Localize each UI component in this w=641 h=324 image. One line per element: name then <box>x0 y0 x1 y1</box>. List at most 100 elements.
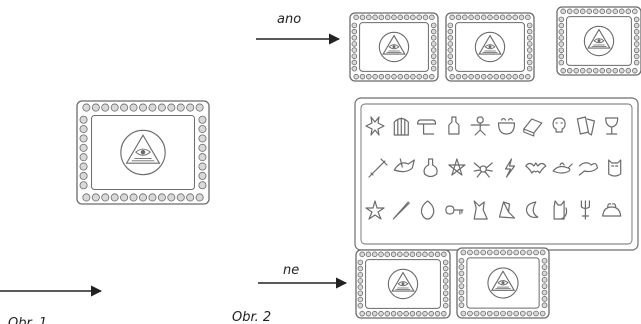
no-card-1 <box>356 250 450 318</box>
frame-dot <box>461 250 466 255</box>
frame-dot <box>435 252 440 257</box>
yes-card-3 <box>557 7 641 75</box>
frame-dot <box>593 9 598 14</box>
frame-dot <box>542 265 547 270</box>
frame-dot <box>542 303 547 308</box>
frame-dot <box>520 311 525 316</box>
frame-dot <box>459 271 464 276</box>
frame-dot <box>494 74 499 79</box>
frame-dot <box>469 74 474 79</box>
frame-dot <box>494 15 499 20</box>
frame-dot <box>431 29 436 34</box>
frame-dot <box>358 266 363 271</box>
frame-dot <box>634 36 639 41</box>
frame-dot <box>443 303 448 308</box>
frame-dot <box>158 104 165 111</box>
frame-dot <box>431 66 436 71</box>
frame-dot <box>519 15 524 20</box>
frame-dot <box>443 285 448 290</box>
frame-dot <box>404 15 409 20</box>
frame-dot <box>527 311 532 316</box>
frame-dot <box>354 15 359 20</box>
frame-dot <box>507 250 512 255</box>
frame-dot <box>80 144 87 151</box>
frame-dot <box>459 258 464 263</box>
frame-dot <box>559 23 564 28</box>
frame-dot <box>398 74 403 79</box>
frame-dot <box>83 104 90 111</box>
frame-dot <box>559 48 564 53</box>
frame-dot <box>527 23 532 28</box>
frame-dot <box>600 68 605 73</box>
frame-dot <box>574 68 579 73</box>
frame-dot <box>416 252 421 257</box>
frame-dot <box>385 15 390 20</box>
frame-dot <box>632 68 637 73</box>
frame-dot <box>429 15 434 20</box>
frame-dot <box>469 15 474 20</box>
yes-label: ano <box>277 12 301 27</box>
frame-dot <box>456 74 461 79</box>
frame-dot <box>411 15 416 20</box>
frame-dot <box>634 17 639 22</box>
frame-dot <box>443 266 448 271</box>
frame-dot <box>461 311 466 316</box>
frame-dot <box>514 311 519 316</box>
frame-dot <box>561 68 566 73</box>
frame-dot <box>580 9 585 14</box>
frame-dot <box>429 311 434 316</box>
frame-dot <box>199 154 206 161</box>
frame-dot <box>593 68 598 73</box>
frame-dot <box>459 277 464 282</box>
frame-dot <box>177 104 184 111</box>
frame-dot <box>80 125 87 132</box>
frame-dot <box>559 36 564 41</box>
frame-dot <box>423 15 428 20</box>
frame-dot <box>462 15 467 20</box>
frame-dot <box>352 35 357 40</box>
frame-dot <box>634 60 639 65</box>
frame-dot <box>542 271 547 276</box>
frame-dot <box>559 29 564 34</box>
frame-dot <box>450 15 455 20</box>
frame-dot <box>352 48 357 53</box>
frame-dot <box>358 291 363 296</box>
frame-dot <box>423 311 428 316</box>
frame-dot <box>520 250 525 255</box>
frame-dot <box>448 42 453 47</box>
frame-dot <box>606 68 611 73</box>
frame-dot <box>459 284 464 289</box>
frame-dot <box>158 194 165 201</box>
frame-dot <box>92 104 99 111</box>
frame-dot <box>494 250 499 255</box>
frame-dot <box>527 54 532 59</box>
frame-dot <box>559 60 564 65</box>
frame-dot <box>634 42 639 47</box>
frame-dot <box>199 182 206 189</box>
frame-dot <box>507 311 512 316</box>
frame-dot <box>542 284 547 289</box>
frame-dot <box>542 290 547 295</box>
frame-dot <box>352 66 357 71</box>
frame-dot <box>481 250 486 255</box>
symbols-panel <box>355 98 638 250</box>
frame-dot <box>199 163 206 170</box>
frame-dot <box>168 104 175 111</box>
frame-dot <box>619 9 624 14</box>
frame-dot <box>358 272 363 277</box>
frame-dot <box>475 15 480 20</box>
frame-dot <box>501 311 506 316</box>
frame-dot <box>366 15 371 20</box>
frame-dot <box>468 311 473 316</box>
frame-dot <box>431 54 436 59</box>
frame-dot <box>397 311 402 316</box>
frame-dot <box>360 311 365 316</box>
frame-dot <box>417 15 422 20</box>
frame-dot <box>488 15 493 20</box>
frame-dot <box>417 74 422 79</box>
large-card <box>77 101 209 204</box>
frame-dot <box>443 297 448 302</box>
frame-dot <box>358 260 363 265</box>
frame-dot <box>462 74 467 79</box>
frame-dot <box>443 291 448 296</box>
